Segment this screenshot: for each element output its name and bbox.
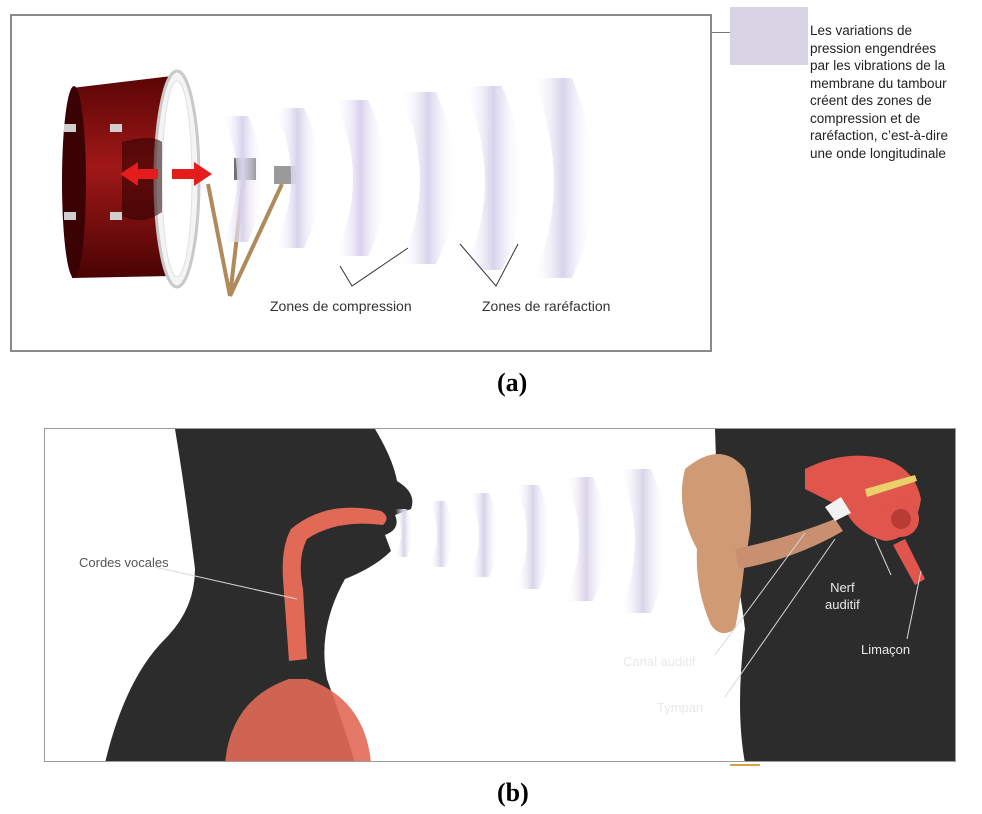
side-note-line: une onde longitudinale	[810, 145, 982, 163]
caption-b: (b)	[497, 778, 529, 808]
label-auditory-nerve: Nerf auditif	[825, 579, 860, 613]
side-note-line: par les vibrations de la	[810, 57, 982, 75]
label-auditory-nerve-line1: Nerf	[825, 579, 860, 596]
panel-b-speech-hearing-diagram: Cordes vocales Nerf auditif Limaçon Cana…	[44, 428, 956, 762]
caption-a: (a)	[497, 368, 527, 398]
baseline-mark	[730, 764, 760, 776]
speech-hearing-illustration	[45, 429, 956, 762]
side-note-line: Les variations de	[810, 22, 982, 40]
side-note-line: membrane du tambour	[810, 75, 982, 93]
label-eardrum: Tympan	[657, 699, 703, 716]
label-rarefaction-zones: Zones de raréfaction	[482, 298, 610, 314]
side-note-line: raréfaction, c’est-à-dire	[810, 127, 982, 145]
connector-line	[712, 32, 730, 33]
side-note-line: compression et de	[810, 110, 982, 128]
side-note-line: créent des zones de	[810, 92, 982, 110]
side-note-line: pression engendrées	[810, 40, 982, 58]
label-ear-canal: Canal auditif	[623, 653, 695, 670]
sound-wave-fronts	[395, 469, 667, 613]
note-swatch	[730, 7, 808, 65]
label-vocal-cords: Cordes vocales	[79, 555, 169, 570]
label-auditory-nerve-line2: auditif	[825, 596, 860, 613]
side-note: Les variations de pression engendrées pa…	[810, 22, 982, 162]
label-compression-zones: Zones de compression	[270, 298, 412, 314]
label-cochlea: Limaçon	[861, 641, 910, 658]
panel-a-drum-diagram: Zones de compression Zones de raréfactio…	[10, 14, 712, 352]
